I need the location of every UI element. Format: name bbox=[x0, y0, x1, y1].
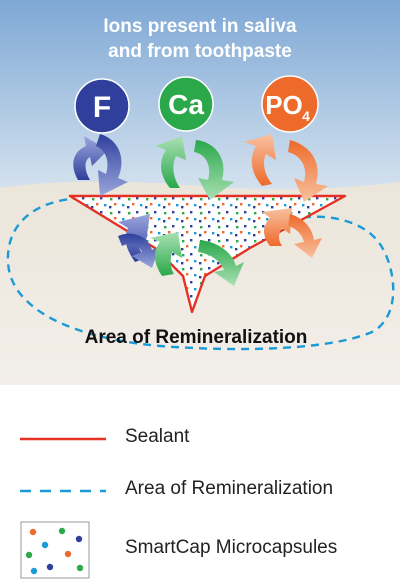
header-line-1: Ions present in saliva bbox=[103, 16, 297, 37]
phosphate-ion: PO 4 bbox=[261, 75, 319, 133]
calcium-circle bbox=[158, 76, 214, 132]
header-line-2: and from toothpaste bbox=[108, 41, 292, 62]
calcium-arrows bbox=[150, 136, 244, 286]
legend-item-sealant: Sealant bbox=[0, 418, 400, 458]
area-label: Area of Remineralization bbox=[85, 327, 308, 348]
legend-label-sealant: Sealant bbox=[125, 426, 190, 447]
fluoride-ion: F bbox=[74, 78, 130, 134]
phosphate-label: PO bbox=[265, 90, 303, 120]
phosphate-up-arrow bbox=[244, 134, 276, 186]
calcium-ion: Ca bbox=[158, 76, 214, 132]
legend-item-area: Area of Remineralization bbox=[0, 470, 400, 510]
fluoride-inner-down-arrow bbox=[118, 233, 160, 268]
phosphate-down-arrow bbox=[288, 140, 328, 202]
phosphate-arrows bbox=[244, 134, 328, 258]
fluoride-down-arrow bbox=[96, 134, 128, 196]
legend: Sealant Area of Remineralization SmartCa… bbox=[0, 385, 400, 585]
calcium-inner-down-arrow bbox=[198, 240, 244, 286]
phosphate-subscript: 4 bbox=[302, 108, 310, 124]
calcium-inner-up-arrow bbox=[150, 232, 182, 276]
legend-label-area: Area of Remineralization bbox=[125, 478, 334, 499]
fluoride-circle bbox=[74, 78, 130, 134]
remineralization-diagram: Ions present in saliva and from toothpas… bbox=[0, 0, 400, 385]
phosphate-inner-down-arrow bbox=[288, 214, 322, 258]
remineralization-area-outline bbox=[6, 196, 395, 351]
legend-label-microcapsules: SmartCap Microcapsules bbox=[125, 537, 338, 558]
microcapsules-swatch bbox=[20, 521, 90, 579]
calcium-label: Ca bbox=[168, 89, 204, 120]
area-dashed-line-swatch bbox=[20, 489, 106, 493]
phosphate-inner-up-arrow bbox=[262, 208, 292, 246]
fluoride-label: F bbox=[93, 91, 111, 124]
calcium-up-arrow bbox=[156, 136, 186, 188]
legend-item-microcapsules: SmartCap Microcapsules bbox=[0, 521, 400, 579]
phosphate-circle bbox=[261, 75, 319, 133]
sealant-line-swatch bbox=[20, 437, 106, 441]
calcium-down-arrow bbox=[194, 140, 234, 200]
fluoride-arrows bbox=[73, 134, 160, 268]
